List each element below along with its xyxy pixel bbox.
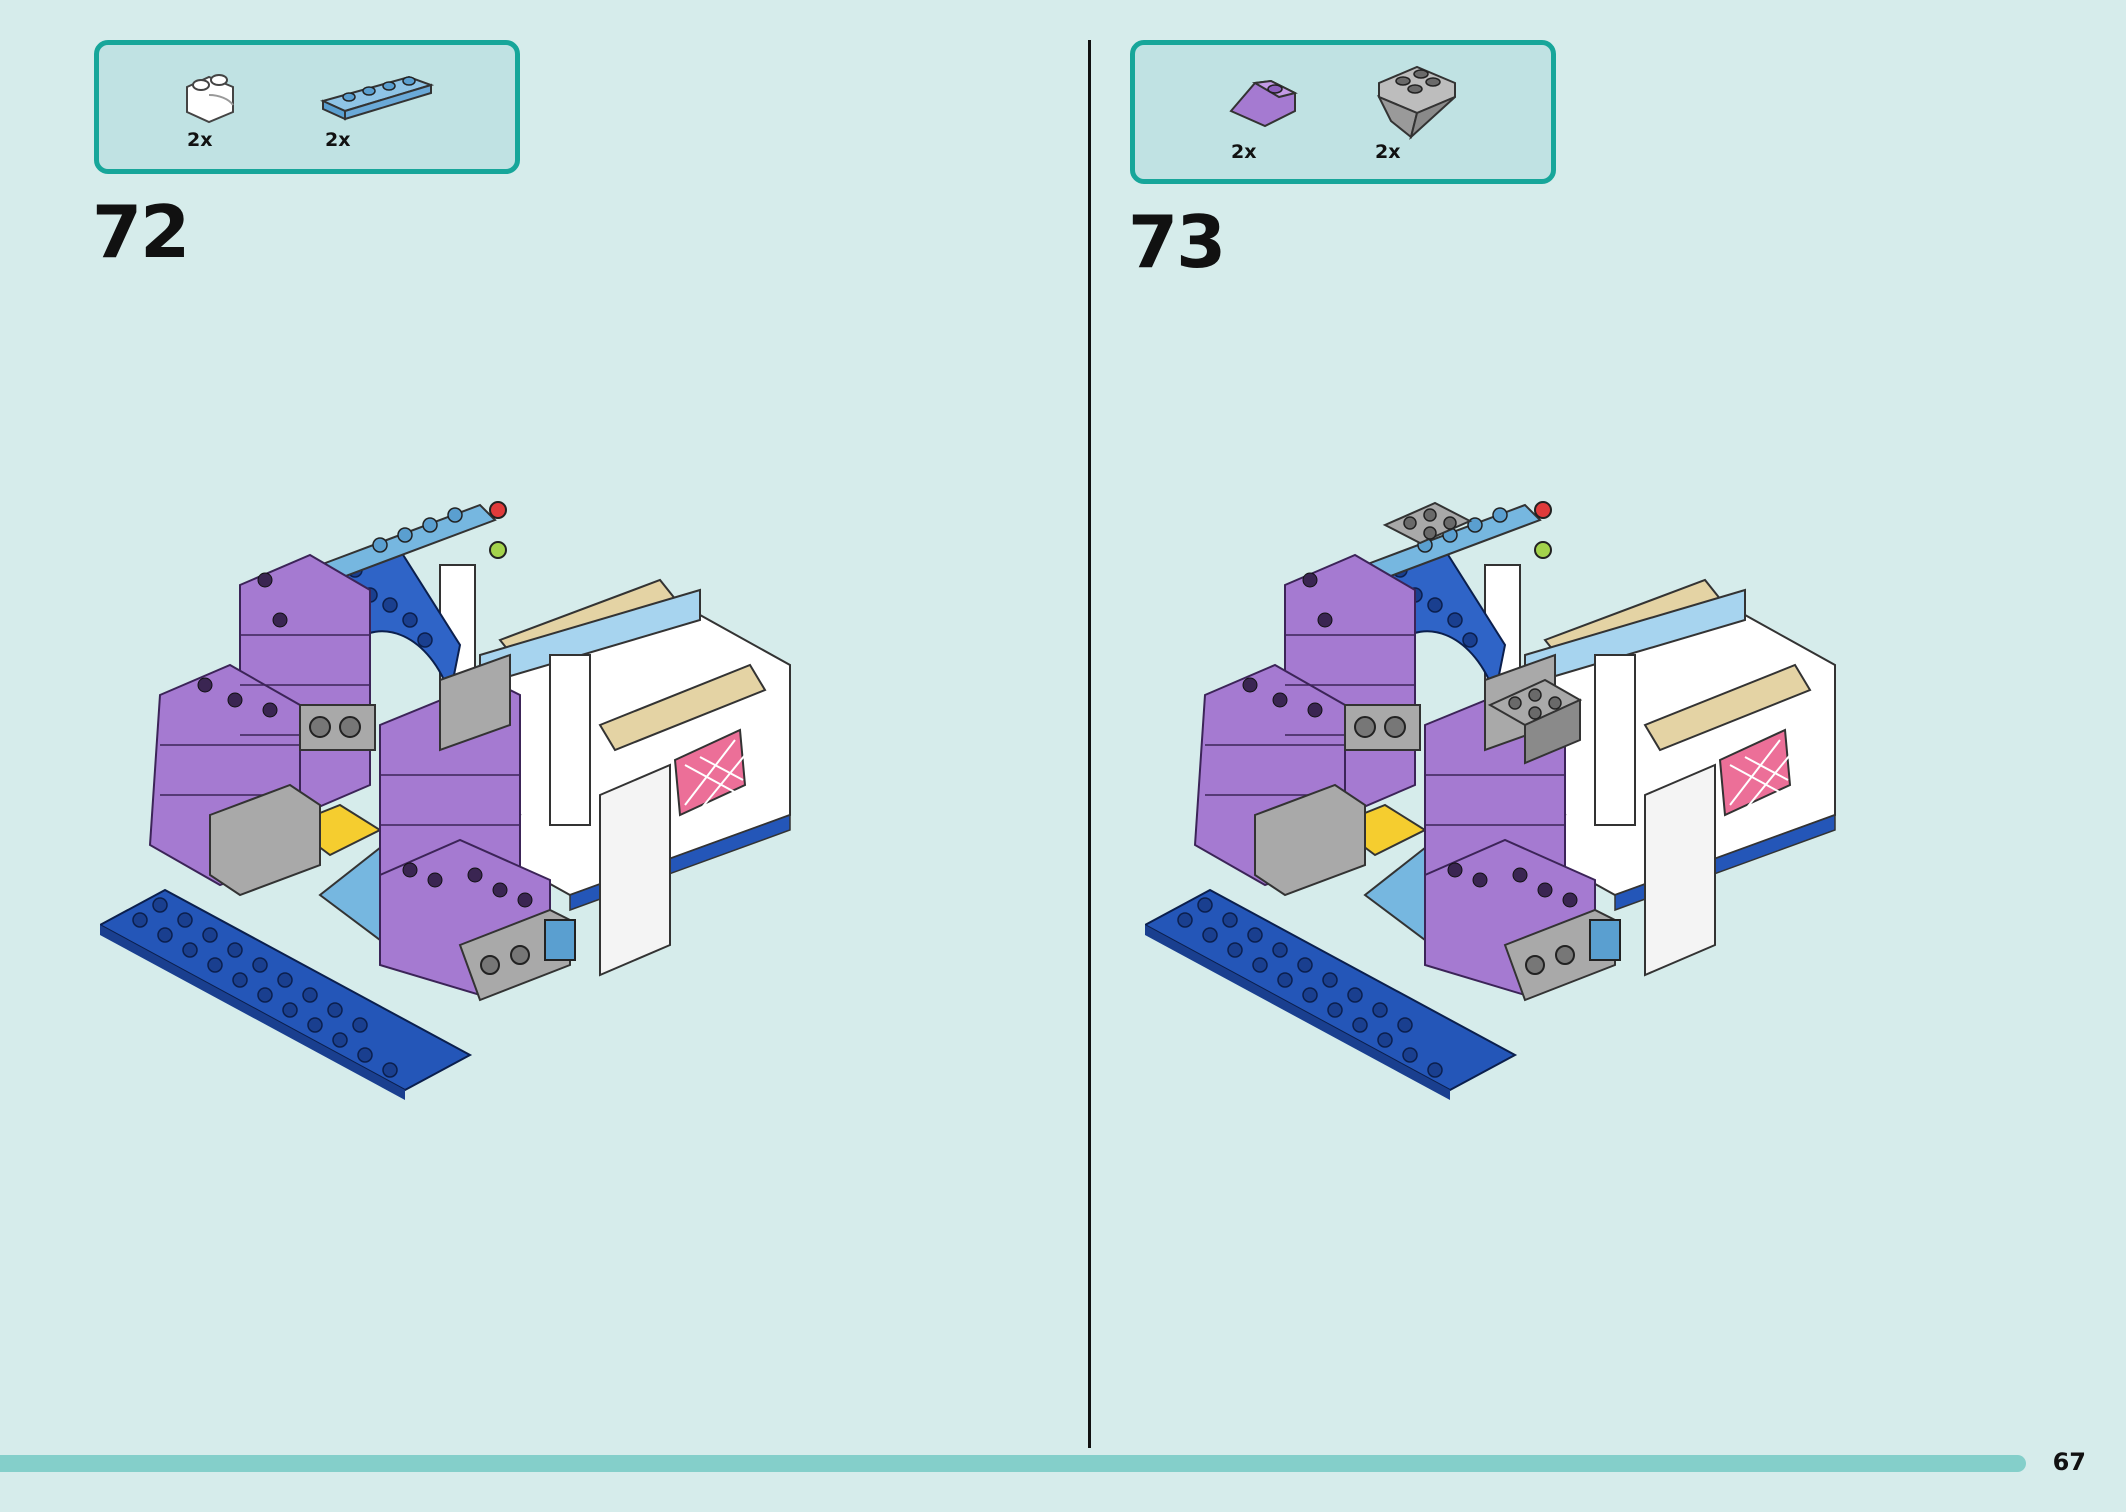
- part-qty: 2x: [1231, 141, 1257, 163]
- parts-callout-step-73: 2x 2x: [1130, 40, 1556, 184]
- part-qty: 2x: [325, 129, 351, 151]
- step-number: 72: [92, 190, 190, 274]
- part-qty: 2x: [187, 129, 213, 151]
- page-number: 67: [2052, 1448, 2086, 1476]
- page-divider: [1088, 40, 1091, 1448]
- white-round-brick-icon: [179, 67, 241, 131]
- parts-callout-step-72: 2x 2x: [94, 40, 520, 174]
- model-illustration-step-73: [1145, 501, 1836, 1101]
- grey-inverted-slope-icon: [1371, 61, 1461, 145]
- progress-bar: [0, 1455, 2026, 1472]
- model-illustration-step-72: [100, 501, 791, 1101]
- part-qty: 2x: [1375, 141, 1401, 163]
- step-number: 73: [1128, 200, 1226, 284]
- lavender-slope-icon: [1225, 71, 1305, 135]
- light-blue-plate-1x4-icon: [319, 73, 435, 125]
